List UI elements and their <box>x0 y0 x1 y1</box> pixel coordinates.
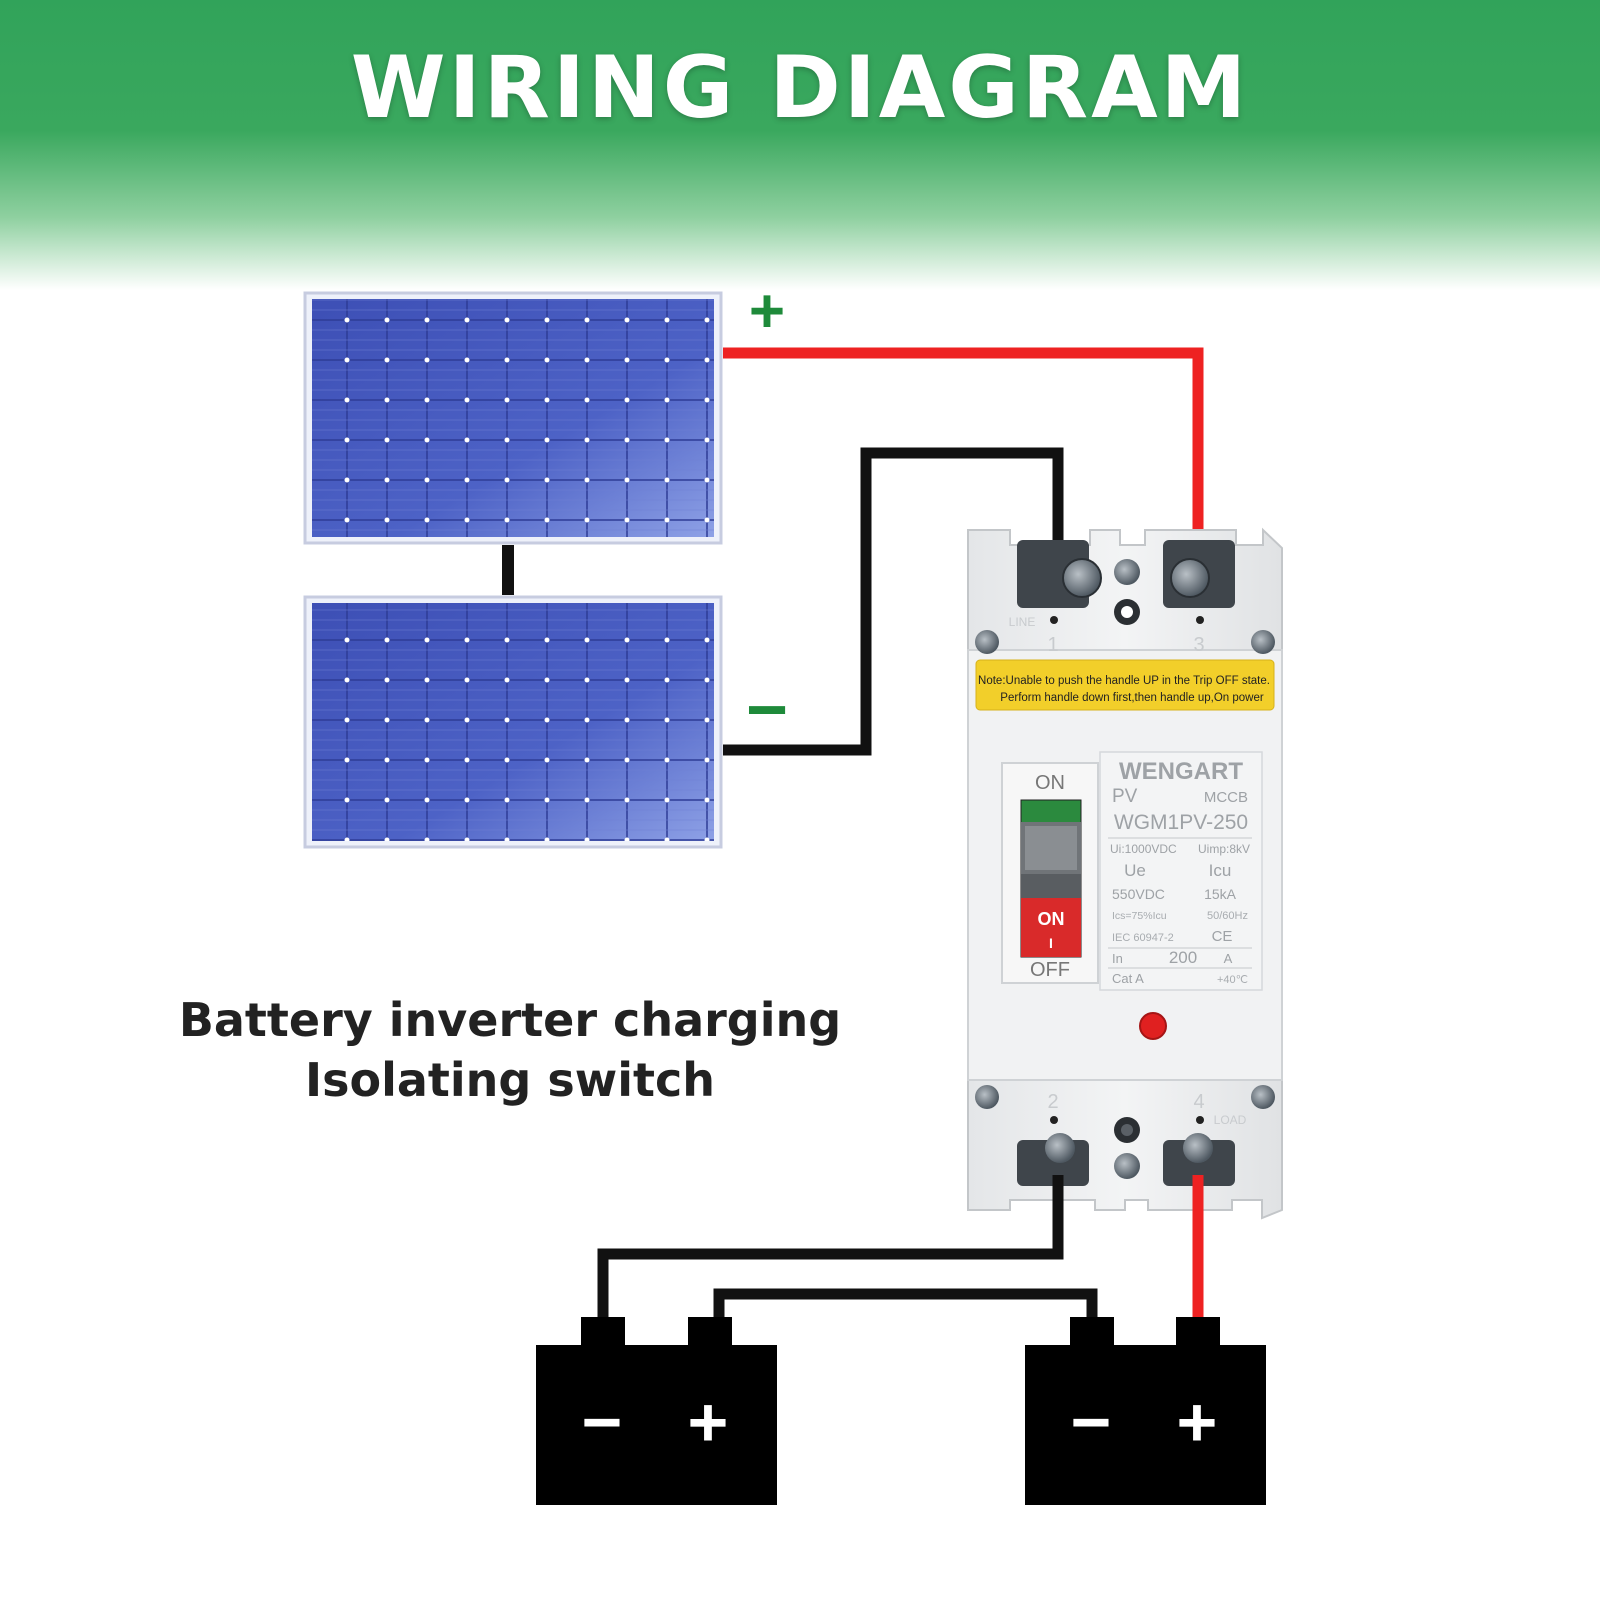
rating-in-value: 200 <box>1169 948 1197 967</box>
caption-line-1: Battery inverter charging <box>178 993 842 1047</box>
rating-standard: IEC 60947-2 <box>1112 932 1174 944</box>
handle-off-label: OFF <box>1030 959 1070 981</box>
rating-ue-value: 550VDC <box>1112 886 1165 902</box>
wire-battery-series-link <box>713 1288 1098 1325</box>
caption-line-2: Isolating switch <box>304 1053 715 1107</box>
battery-1-plus: + <box>688 1383 729 1461</box>
battery-2-plus: + <box>1177 1383 1218 1461</box>
terminal-label-2: 2 <box>1047 1091 1058 1113</box>
load-label: LOAD <box>1214 1113 1247 1127</box>
rating-ue-label: Ue <box>1124 861 1146 880</box>
line-label: LINE <box>1009 615 1036 629</box>
model-number: WGM1PV-250 <box>1114 811 1248 834</box>
rating-uimp: Uimp:8kV <box>1198 842 1250 856</box>
wire-negative-battery <box>597 1175 1064 1325</box>
warning-note-line1: Note:Unable to push the handle UP in the… <box>978 675 1270 687</box>
terminal-label-4: 4 <box>1193 1091 1204 1113</box>
mccb-breaker: 1 3 LINE Note:Unable to push the handle … <box>967 527 1283 1220</box>
panel-negative-sign: − <box>746 670 788 750</box>
breaker-category: MCCB <box>1204 789 1248 806</box>
battery-1: − + <box>536 1317 777 1505</box>
handle-state-label: ON <box>1038 909 1065 929</box>
rating-in-unit: A <box>1224 951 1233 966</box>
rating-frequency: 50/60Hz <box>1207 910 1248 922</box>
rating-temperature: +40℃ <box>1217 974 1248 986</box>
breaker-type: PV <box>1112 786 1138 807</box>
diagram-caption: Battery inverter charging Isolating swit… <box>160 990 860 1110</box>
rating-icu-value: 15kA <box>1204 886 1237 902</box>
rating-in-label: In <box>1112 951 1123 966</box>
handle-on-label: ON <box>1035 772 1065 794</box>
battery-1-minus: − <box>582 1383 623 1461</box>
battery-2-minus: − <box>1071 1383 1112 1461</box>
wire-negative-panel <box>723 447 1064 756</box>
ce-mark: CE <box>1212 928 1233 945</box>
solar-panel-bottom <box>303 595 723 849</box>
warning-note-line2: Perform handle down first,then handle up… <box>1000 692 1264 704</box>
panel-series-link <box>502 545 514 595</box>
wire-positive-panel <box>723 347 1204 560</box>
header-banner <box>0 0 1600 290</box>
rating-ui: Ui:1000VDC <box>1110 842 1177 856</box>
terminal-label-3: 3 <box>1193 634 1204 656</box>
terminal-label-1: 1 <box>1047 634 1058 656</box>
solar-panel-top <box>303 291 723 545</box>
battery-2: − + <box>1025 1317 1266 1505</box>
panel-positive-sign: + <box>749 277 785 346</box>
page-title: WIRING DIAGRAM <box>350 38 1250 138</box>
handle-mark: I <box>1049 935 1053 951</box>
rating-category: Cat A <box>1112 971 1144 986</box>
brand-name: WENGART <box>1119 758 1243 785</box>
rating-ics: Ics=75%Icu <box>1112 910 1167 922</box>
rating-icu-label: Icu <box>1209 861 1232 880</box>
trip-test-button[interactable] <box>1139 1012 1167 1040</box>
